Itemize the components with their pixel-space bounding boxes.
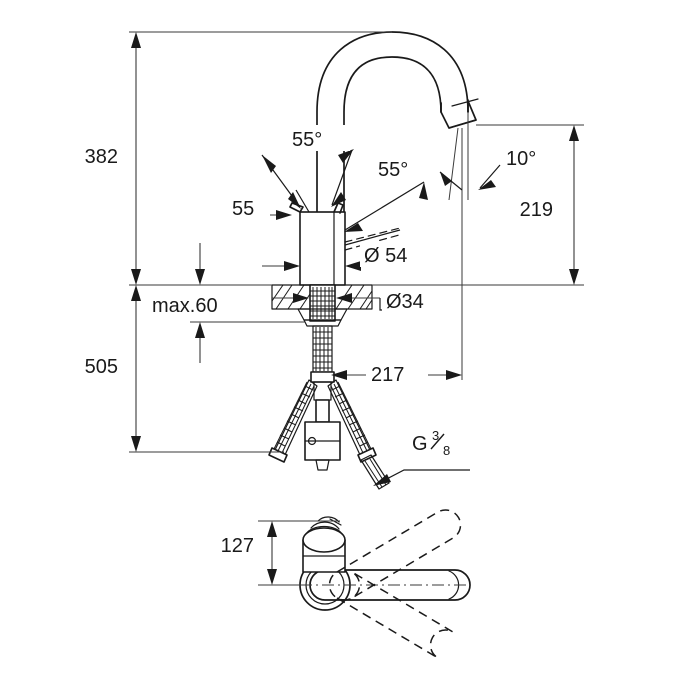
dim-dia34: Ø34	[272, 287, 458, 313]
dim-dia54-label: Ø 54	[364, 245, 407, 267]
flexible-hoses	[268, 325, 390, 490]
angle-10-label: 10°	[506, 148, 536, 170]
dim-max60-label: max.60	[152, 295, 218, 317]
spout-arm-plan	[300, 569, 471, 601]
angle-55-right-label: 55°	[378, 159, 408, 181]
dim-505: 505	[85, 285, 284, 453]
thread-label-prefix: G	[412, 433, 428, 455]
angle-55-left-label: 55°	[292, 129, 322, 151]
dim-382-label: 382	[85, 146, 118, 168]
angle-55-right: 55°	[344, 155, 436, 246]
dim-dia34-label: Ø34	[386, 291, 424, 313]
dim-217: 217	[331, 128, 463, 387]
dim-127-label: 127	[221, 535, 254, 557]
handle-plan	[302, 516, 346, 573]
faucet-body-cylinder	[299, 211, 346, 286]
dim-55-offset: 55	[228, 196, 292, 220]
lever-handle	[289, 202, 344, 214]
mounting-shank	[297, 284, 348, 327]
dim-505-label: 505	[85, 356, 118, 378]
dim-217-label: 217	[371, 364, 404, 386]
dim-dia54: Ø 54	[262, 241, 442, 271]
dim-max60: max.60	[152, 243, 305, 363]
hose-braid-center	[313, 327, 332, 371]
angle-10: 10°	[439, 112, 562, 201]
shank-thread	[310, 287, 335, 319]
angle-55-left: 55°	[261, 125, 354, 213]
dim-219-label: 219	[520, 199, 553, 221]
thread-label-numerator: 3	[432, 428, 439, 443]
thread-callout-g38: G 3 8	[373, 428, 470, 486]
gooseneck-spout	[316, 31, 479, 216]
top-plan-view: 127	[221, 509, 471, 659]
dim-219: 219	[372, 124, 584, 286]
thread-label-denominator: 8	[443, 443, 450, 458]
dim-55-label: 55	[232, 198, 254, 220]
hose-right	[327, 379, 390, 490]
dim-127: 127	[221, 520, 340, 586]
